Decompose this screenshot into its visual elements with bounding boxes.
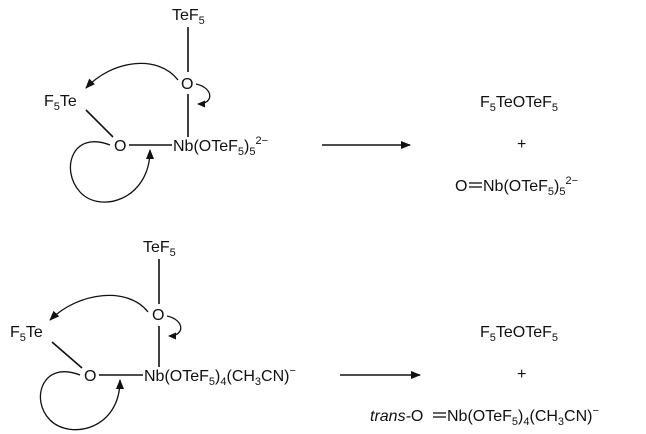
plus-sign-2: + [517, 366, 526, 383]
o-lower-atom: O [114, 138, 126, 155]
bond-te-o-lower-2 [51, 341, 83, 369]
hook-arrow-upper-o [195, 83, 211, 108]
o-upper-atom-2: O [152, 307, 164, 324]
reaction-1: TeF5 O F5Te O Nb(OTeF5)52− F5TeOTe [44, 7, 578, 203]
curved-arrow-o-to-te-2 [49, 294, 149, 321]
left-f5te-label-2: F5Te [10, 324, 43, 344]
top-tef5-label: TeF5 [172, 7, 205, 27]
o-upper-atom: O [181, 76, 193, 93]
loop-arrow-lower-o [69, 141, 154, 203]
o-lower-atom-2: O [84, 368, 96, 385]
top-tef5-label-2: TeF5 [143, 239, 176, 259]
curved-arrow-o-to-te [85, 62, 179, 89]
product-nb-label-2: Nb(OTeF5)4(CH3CN)− [447, 405, 599, 428]
product-trans-prefix-2: trans-O [370, 408, 423, 425]
loop-arrow-lower-o-2 [39, 371, 124, 431]
nb-complex-label: Nb(OTeF5)52− [173, 135, 268, 158]
bond-te-o-lower [85, 109, 114, 138]
plus-sign-1: + [517, 136, 526, 153]
hook-arrow-upper-o-2 [166, 315, 182, 340]
nb-complex-label-2: Nb(OTeF5)4(CH3CN)− [144, 365, 296, 388]
product-nb-label-1: Nb(OTeF5)52− [483, 175, 578, 198]
product-f5teoteF5-2: F5TeOTeF5 [480, 324, 558, 344]
left-f5te-label: F5Te [44, 93, 77, 113]
reaction-2: TeF5 O F5Te O Nb(OTeF5)4(CH3CN)− F5TeOTe… [10, 239, 599, 431]
product-onb-complex-1: O [455, 178, 467, 195]
product-f5teoteF5-1: F5TeOTeF5 [480, 94, 558, 114]
